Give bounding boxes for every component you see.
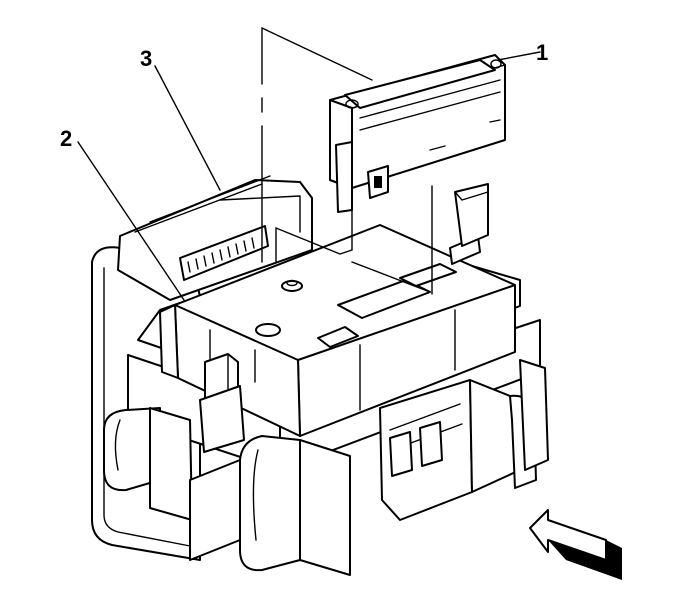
leader-1 (497, 51, 541, 61)
base-feet (103, 359, 549, 576)
callout-3: 3 (140, 46, 152, 71)
module-component-1 (329, 54, 506, 295)
leader-2 (77, 141, 185, 301)
mount-boss-front (255, 323, 281, 337)
top-slot-rear (399, 263, 457, 287)
callout-1: 1 (536, 40, 548, 65)
main-block-body (127, 183, 541, 471)
leader-lines (77, 51, 541, 301)
explode-lines (261, 27, 431, 293)
top-slot-small (317, 326, 359, 348)
connector-pins (179, 225, 269, 281)
callout-labels: 1 2 3 (60, 40, 548, 151)
leader-3 (154, 65, 221, 191)
callout-2: 2 (60, 126, 72, 151)
direction-arrow (529, 509, 622, 580)
